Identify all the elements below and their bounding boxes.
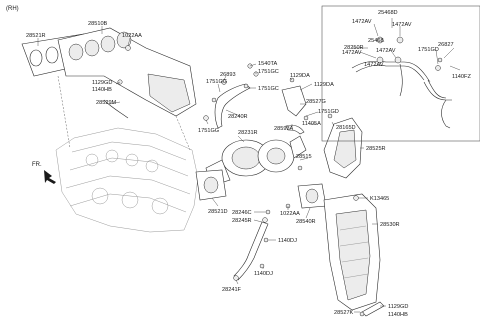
variant-label: (RH) (6, 6, 19, 12)
callout-28231r: 28231R (238, 130, 258, 136)
leader-lines (37, 18, 461, 313)
callout-28510b: 28510B (88, 21, 108, 27)
callout-1140dj-b: 1140DJ (254, 271, 273, 277)
callout-28527k: 28527K (334, 310, 354, 316)
callout-1140fz: 1140FZ (452, 74, 471, 80)
callout-28246c: 28246C (232, 210, 252, 216)
callout-28515: 28515 (296, 154, 312, 160)
callout-1129gd-left: 1129GD (92, 80, 112, 86)
callout-1129da-b: 1129DA (314, 82, 334, 88)
turbocharger (205, 135, 307, 187)
front-arrow: FR. (32, 162, 56, 184)
callout-1140dj-a: 1140DJ (278, 238, 297, 244)
hose-inset-box (321, 5, 480, 142)
callout-1751gc-b: 1751GC (258, 86, 279, 92)
callout-1751gg-a: 1751GG (206, 79, 227, 85)
pipe-28593a (285, 124, 305, 135)
callout-28240r: 28240R (228, 114, 248, 120)
callout-25468: 25468 (368, 38, 384, 44)
callout-28521r: 28521R (26, 33, 46, 39)
svg-text:FR.: FR. (32, 162, 42, 168)
callout-1751gg-b: 1751GG (198, 128, 219, 134)
exhaust-manifold (57, 27, 197, 117)
callout-26893: 26893 (220, 72, 236, 78)
callout-1472av-b: 1472AV (392, 22, 412, 28)
callout-k13465: K13465 (370, 196, 389, 202)
callout-28593a: 28593A (274, 126, 294, 132)
callout-1472av-d: 1472AV (376, 48, 396, 54)
hose-28529m (103, 99, 129, 119)
callout-1022aa-top: 1022AA (122, 33, 142, 39)
callout-1751gd-right: 1751GD (418, 47, 439, 53)
callout-labels: 28510B 28521R 1022AA 1129GD 1140HB 28529… (26, 10, 471, 318)
oil-feed-pipe (211, 83, 251, 129)
callout-1140hb-left: 1140HB (92, 87, 112, 93)
callout-28245r: 28245R (232, 218, 252, 224)
callout-28530r: 28530R (380, 222, 400, 228)
callout-28250r: 28250R (344, 45, 364, 51)
callout-1472av-c: 1472AV (342, 50, 362, 56)
callout-28521d: 28521D (208, 209, 228, 215)
callout-1140hb-bot: 1140HB (388, 312, 408, 318)
callout-28527g: 28527G (306, 99, 326, 105)
callout-1540ta: 1540TA (258, 61, 277, 67)
callout-28529m: 28529M (96, 100, 117, 106)
callout-26827: 26827 (438, 42, 454, 48)
bracket-28527g (281, 85, 307, 117)
callout-1472av-e: 1472AV (364, 62, 384, 68)
callout-1129da-a: 1129DA (290, 73, 310, 79)
callout-1022aa-mid: 1022AA (280, 211, 300, 217)
callout-28540r: 28540R (296, 219, 316, 225)
callout-28241f: 28241F (222, 287, 242, 293)
catalytic-converter (323, 193, 381, 311)
callout-25468d: 25468D (378, 10, 398, 16)
callout-28525r: 28525R (366, 146, 386, 152)
callout-1751gd-mid: 1751GD (318, 109, 339, 115)
engine-block (55, 127, 199, 233)
gasket-28540r (297, 183, 327, 209)
heat-protector (323, 117, 363, 179)
callout-1751gc-a: 1751GC (258, 69, 279, 75)
oil-return-pipe (233, 217, 269, 281)
callout-1472av-a: 1472AV (352, 19, 372, 25)
callout-28165d: 28165D (336, 125, 356, 131)
callout-11405a: 11405A (302, 121, 321, 127)
callout-1129gd-bot: 1129GD (388, 304, 408, 310)
